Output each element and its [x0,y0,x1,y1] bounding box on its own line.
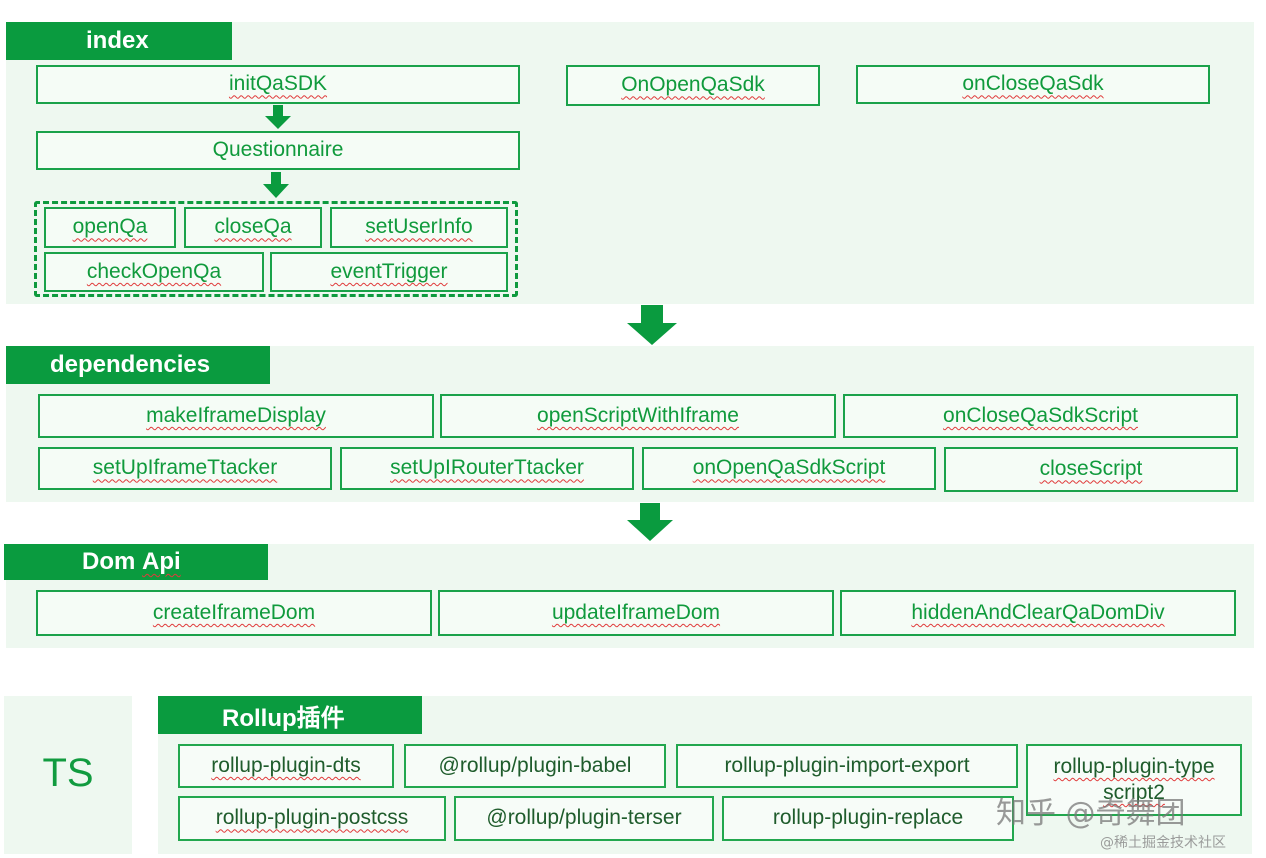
plugin-babel: @rollup/plugin-babel [404,744,666,788]
dom-hidden-and-clear: hiddenAndClearQaDomDiv [840,590,1236,636]
dep-label: onCloseQaSdkScript [943,403,1138,427]
dep-set-up-iframe-ttacker: setUpIframeTtacker [38,447,332,490]
dom-label: createIframeDom [152,600,316,624]
questionnaire-box: Questionnaire [36,131,520,170]
plugin-label: @rollup/plugin-babel [438,753,632,777]
plugin-typescript2: rollup-plugin-typescript2 [1026,744,1242,816]
method-label: openQa [72,215,148,239]
down-arrow-icon [627,305,677,345]
index-title: index [86,27,149,54]
dep-open-script-with-iframe: openScriptWithIframe [440,394,836,438]
method-set-user-info: setUserInfo [330,207,508,248]
methods-group [34,201,518,297]
method-label: eventTrigger [330,259,448,283]
dom-api-title-word1: Dom [82,548,136,575]
on-close-qa-sdk-label: onCloseQaSdk [962,72,1104,96]
dependencies-title: dependencies [50,351,211,378]
watermark-main: 知乎 @奇舞团 [996,796,1186,831]
dep-label: onOpenQaSdkScript [692,456,886,480]
dom-label: hiddenAndClearQaDomDiv [911,600,1165,624]
down-arrow-icon [263,172,289,198]
rollup-header: Rollup插件 [158,696,422,734]
rollup-title: Rollup插件 [222,704,345,732]
down-arrow-icon [627,503,673,541]
method-event-trigger: eventTrigger [270,252,508,292]
index-header: index [6,22,232,60]
ts-label: TS [42,750,94,795]
plugin-label: rollup-plugin-typescript2 [1053,755,1215,804]
dep-label: openScriptWithIframe [537,403,739,427]
plugin-import-export: rollup-plugin-import-export [676,744,1018,788]
dom-api-title-word2: Api [142,548,181,575]
dom-label: updateIframeDom [551,600,721,624]
plugin-label: rollup-plugin-import-export [724,753,970,777]
method-label: checkOpenQa [86,259,222,283]
dependencies-header: dependencies [6,346,270,384]
down-arrow-icon [265,105,291,129]
plugin-label: rollup-plugin-replace [772,806,964,830]
init-qa-sdk-box: initQaSDK [36,65,520,104]
dep-make-iframe-display: makeIframeDisplay [38,394,434,438]
init-qa-sdk-label: initQaSDK [228,72,328,96]
watermark-sub: @稀土掘金技术社区 [1100,835,1226,851]
method-check-open-qa: checkOpenQa [44,252,264,292]
questionnaire-label: Questionnaire [212,138,344,162]
on-close-qa-sdk-box: onCloseQaSdk [856,65,1210,104]
dep-on-close-qa-sdk-script: onCloseQaSdkScript [843,394,1238,438]
method-label: closeQa [214,215,292,239]
plugin-postcss: rollup-plugin-postcss [178,796,446,841]
plugin-label: @rollup/plugin-terser [486,806,682,830]
plugin-dts: rollup-plugin-dts [178,744,394,788]
dom-update-iframe-dom: updateIframeDom [438,590,834,636]
method-label: setUserInfo [365,215,473,239]
on-open-qa-sdk-box: OnOpenQaSdk [566,65,820,106]
dep-label: closeScript [1039,457,1143,481]
plugin-terser: @rollup/plugin-terser [454,796,714,841]
dep-label: setUpIRouterTtacker [390,456,584,480]
method-open-qa: openQa [44,207,176,248]
dep-close-script: closeScript [944,447,1238,492]
method-close-qa: closeQa [184,207,322,248]
dep-label: setUpIframeTtacker [92,456,278,480]
plugin-replace: rollup-plugin-replace [722,796,1014,841]
dom-api-header: Dom Api [4,544,268,580]
plugin-label: rollup-plugin-postcss [215,806,409,830]
on-open-qa-sdk-label: OnOpenQaSdk [621,73,765,97]
dep-on-open-qa-sdk-script: onOpenQaSdkScript [642,447,936,490]
dep-label: makeIframeDisplay [146,403,326,427]
dep-set-up-router-ttacker: setUpIRouterTtacker [340,447,634,490]
plugin-label: rollup-plugin-dts [211,753,361,777]
dom-create-iframe-dom: createIframeDom [36,590,432,636]
ts-panel [4,696,132,854]
